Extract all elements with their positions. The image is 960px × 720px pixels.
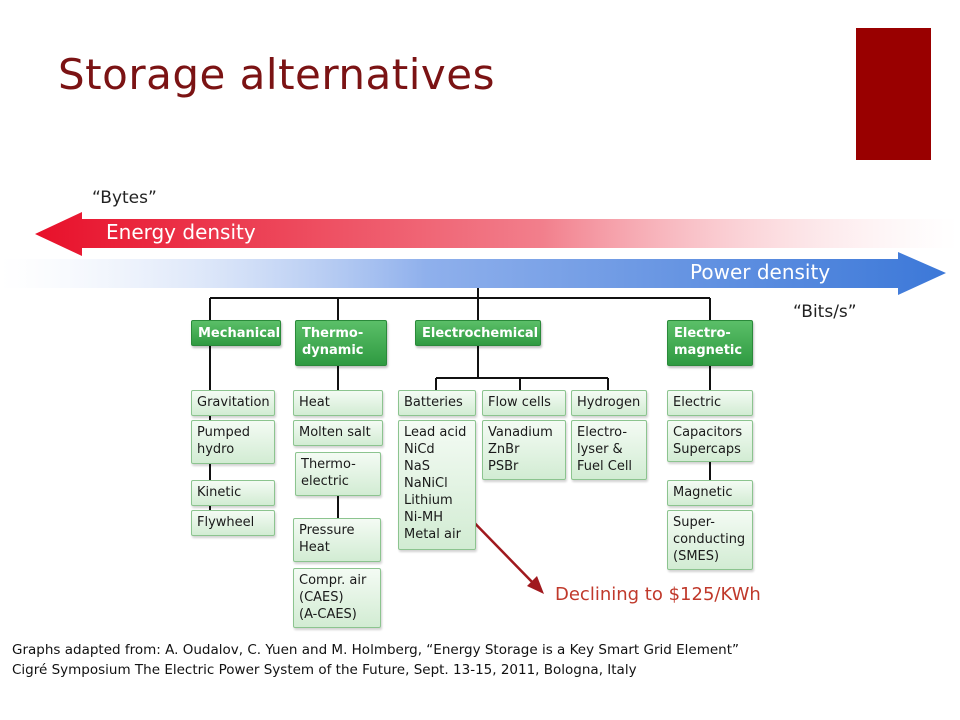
node-flywheel: Flywheel bbox=[191, 510, 275, 536]
citation: Graphs adapted from: A. Oudalov, C. Yuen… bbox=[12, 640, 942, 680]
node-kinetic: Kinetic bbox=[191, 480, 275, 506]
bytes-label: “Bytes” bbox=[92, 188, 157, 208]
slide-title: Storage alternatives bbox=[58, 50, 495, 99]
node-hydrogen-list: Electro- lyser & Fuel Cell bbox=[571, 420, 647, 480]
node-batteries-list: Lead acid NiCd NaS NaNiCl Lithium Ni-MH … bbox=[398, 420, 476, 550]
declining-price-label: Declining to $125/KWh bbox=[555, 584, 761, 605]
node-flow-list: Vanadium ZnBr PSBr bbox=[482, 420, 566, 480]
node-flow-cells: Flow cells bbox=[482, 390, 566, 416]
category-electromagnetic: Electro- magnetic bbox=[667, 320, 753, 366]
node-heat: Heat bbox=[293, 390, 383, 416]
node-molten-salt: Molten salt bbox=[293, 420, 383, 446]
category-mechanical: Mechanical bbox=[191, 320, 281, 346]
node-thermo-electric: Thermo- electric bbox=[295, 452, 381, 496]
bits-label: “Bits/s” bbox=[793, 302, 857, 322]
node-magnetic-list: Super- conducting (SMES) bbox=[667, 510, 753, 570]
category-electrochemical: Electrochemical bbox=[415, 320, 541, 346]
node-gravitation: Gravitation bbox=[191, 390, 275, 416]
citation-line-2: Cigré Symposium The Electric Power Syste… bbox=[12, 662, 637, 678]
node-batteries: Batteries bbox=[398, 390, 476, 416]
node-pumped-hydro: Pumped hydro bbox=[191, 420, 275, 464]
citation-line-1: Graphs adapted from: A. Oudalov, C. Yuen… bbox=[12, 642, 740, 658]
node-magnetic: Magnetic bbox=[667, 480, 753, 506]
node-hydrogen: Hydrogen bbox=[571, 390, 647, 416]
energy-density-arrow bbox=[35, 212, 958, 256]
power-density-label: Power density bbox=[690, 260, 831, 284]
energy-density-label: Energy density bbox=[106, 220, 256, 244]
node-pressure-heat: Pressure Heat bbox=[293, 518, 381, 562]
category-thermodynamic: Thermo- dynamic bbox=[295, 320, 387, 366]
node-compressed-air: Compr. air (CAES) (A-CAES) bbox=[293, 568, 381, 628]
accent-block bbox=[856, 28, 931, 160]
node-electric: Electric bbox=[667, 390, 753, 416]
node-electric-list: Capacitors Supercaps bbox=[667, 420, 753, 462]
power-density-arrow bbox=[0, 252, 946, 295]
